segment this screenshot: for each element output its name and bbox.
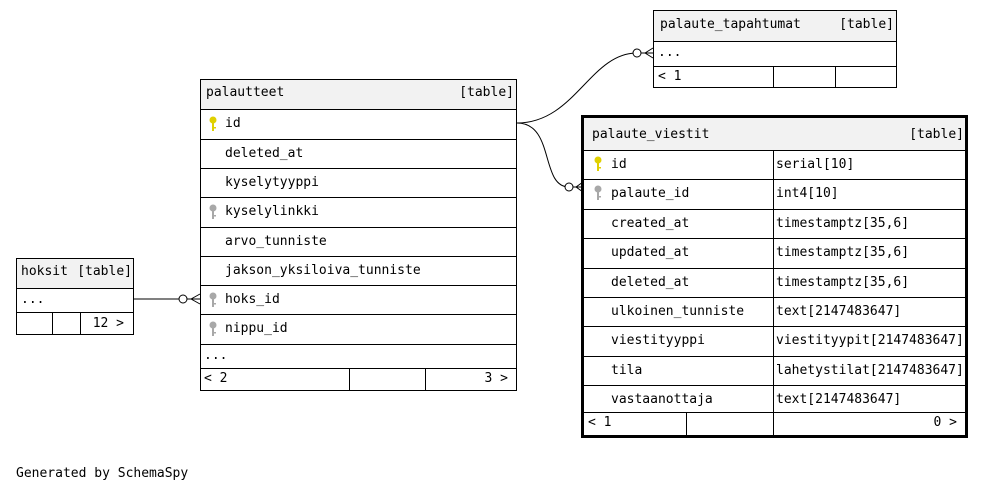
table-palautteet[interactable]: palautteet [table] id deleted_at kyselyt… [200, 79, 517, 391]
edge-palautteet-palaute-viestit [516, 122, 570, 188]
edge-optional-marker [178, 294, 188, 304]
table-kind: [table] [909, 127, 964, 142]
column-row[interactable]: hoks_id [201, 285, 516, 314]
table-name: palaute_tapahtumat [660, 17, 801, 32]
column-row[interactable]: kyselytyyppi [201, 168, 516, 197]
foreign-key-icon [209, 292, 217, 307]
column-row[interactable]: kyselylinkki [201, 197, 516, 227]
parents-link[interactable]: < 1 [658, 69, 682, 84]
foreign-key-icon [594, 185, 602, 200]
column-name: id [225, 116, 241, 131]
more-columns: ... [21, 292, 45, 307]
column-type: timestamptz[35,6] [776, 245, 910, 260]
table-header: palautteet [table] [201, 80, 516, 109]
column-row[interactable]: nippu_id [201, 314, 516, 344]
column-name: updated_at [611, 245, 690, 260]
column-name: kyselylinkki [225, 204, 319, 219]
more-columns: ... [658, 45, 682, 60]
table-palaute-viestit[interactable]: palaute_viestit [table] id serial[10] pala… [581, 115, 968, 438]
table-kind: [table] [77, 264, 132, 279]
column-name: id [611, 157, 627, 172]
column-type: text[2147483647] [776, 304, 902, 319]
table-footer: < 2 3 > [201, 368, 516, 390]
column-type: lahetystilat[2147483647] [776, 363, 964, 378]
column-row[interactable]: id [201, 109, 516, 139]
column-row[interactable]: tila lahetystilat[2147483647] [584, 356, 965, 385]
primary-key-icon [594, 156, 602, 171]
column-row[interactable]: ulkoinen_tunniste text[2147483647] [584, 297, 965, 326]
column-type: viestityypit[2147483647] [776, 333, 964, 348]
table-name: hoksit [21, 264, 68, 279]
column-row[interactable]: deleted_at timestamptz[35,6] [584, 268, 965, 297]
edge-palautteet-palaute-tapahtumat [516, 52, 638, 124]
column-name: vastaanottaja [611, 392, 713, 407]
column-name: hoks_id [225, 292, 280, 307]
column-row[interactable]: id serial[10] [584, 150, 965, 179]
column-name: jakson_yksiloiva_tunniste [225, 263, 421, 278]
column-name: ulkoinen_tunniste [611, 304, 745, 319]
column-row[interactable]: updated_at timestamptz[35,6] [584, 238, 965, 268]
column-row[interactable]: vastaanottaja text[2147483647] [584, 385, 965, 412]
children-link[interactable]: 0 > [933, 415, 957, 430]
edge-crowfoot [187, 293, 201, 305]
table-footer: 12 > [17, 312, 133, 334]
table-name: palautteet [206, 85, 285, 100]
edge-crowfoot [641, 47, 654, 59]
table-kind: [table] [459, 85, 514, 100]
generated-by-footer: Generated by SchemaSpy [16, 466, 189, 481]
more-columns: ... [204, 348, 228, 363]
column-name: nippu_id [225, 321, 288, 336]
more-columns-row: ... [201, 344, 516, 368]
parents-link[interactable]: < 2 [204, 371, 228, 386]
edge-optional-marker [564, 182, 574, 192]
column-type: text[2147483647] [776, 392, 902, 407]
column-row[interactable]: deleted_at [201, 139, 516, 168]
column-name: palaute_id [611, 186, 690, 201]
more-columns-row: ... [17, 288, 133, 312]
column-type: int4[10] [776, 186, 839, 201]
table-header: hoksit [table] [17, 259, 133, 288]
column-name: kyselytyyppi [225, 175, 319, 190]
table-kind: [table] [839, 17, 894, 32]
table-header: palaute_viestit [table] [584, 118, 965, 150]
column-name: tila [611, 363, 643, 378]
table-header: palaute_tapahtumat [table] [654, 11, 896, 41]
column-type: timestamptz[35,6] [776, 275, 910, 290]
primary-key-icon [209, 116, 217, 131]
column-type: serial[10] [776, 157, 855, 172]
column-name: deleted_at [611, 275, 690, 290]
children-link[interactable]: 3 > [484, 371, 508, 386]
foreign-key-icon [209, 204, 217, 219]
column-type: timestamptz[35,6] [776, 216, 910, 231]
column-name: created_at [611, 216, 690, 231]
more-columns-row: ... [654, 41, 896, 66]
table-name: palaute_viestit [592, 127, 710, 142]
column-name: arvo_tunniste [225, 234, 327, 249]
column-name: deleted_at [225, 146, 304, 161]
column-row[interactable]: jakson_yksiloiva_tunniste [201, 256, 516, 285]
column-row[interactable]: viestityyppi viestityypit[2147483647] [584, 326, 965, 356]
column-row[interactable]: arvo_tunniste [201, 227, 516, 256]
column-row[interactable]: created_at timestamptz[35,6] [584, 209, 965, 238]
parents-link[interactable]: < 1 [588, 415, 612, 430]
foreign-key-icon [209, 321, 217, 336]
table-footer: < 1 0 > [584, 412, 965, 435]
children-link[interactable]: 12 > [92, 316, 124, 331]
edge-optional-marker [632, 48, 642, 58]
table-hoksit[interactable]: hoksit [table] ... 12 > [16, 258, 134, 335]
table-footer: < 1 [654, 66, 896, 87]
column-row[interactable]: palaute_id int4[10] [584, 179, 965, 209]
column-name: viestityyppi [611, 333, 705, 348]
table-palaute-tapahtumat[interactable]: palaute_tapahtumat [table] ... < 1 [653, 10, 897, 88]
